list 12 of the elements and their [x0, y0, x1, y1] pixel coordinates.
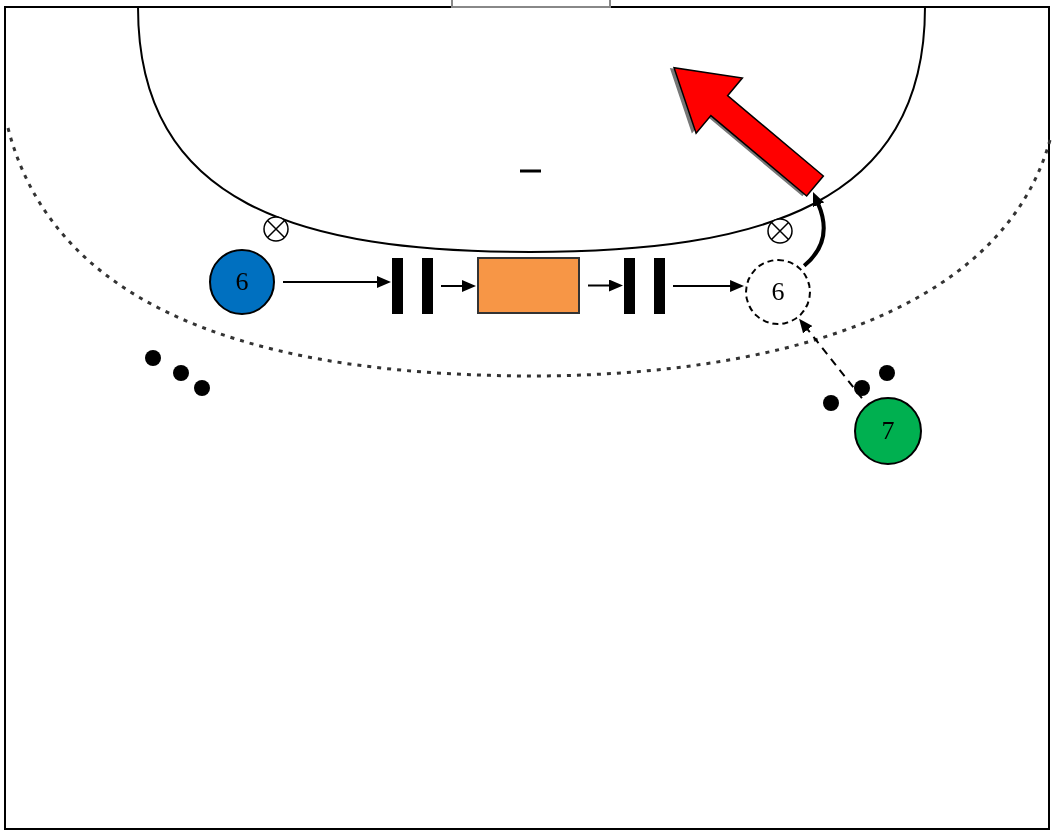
player-number: 6: [771, 279, 785, 305]
arrow: [440, 280, 476, 292]
hurdle-drawing: [392, 258, 433, 314]
arrow: [672, 280, 745, 292]
hurdle-drawing: [624, 258, 665, 314]
player-number: 7: [881, 418, 895, 444]
arrow: [587, 279, 623, 292]
player-number: 6: [235, 269, 249, 295]
arrow: [799, 318, 863, 400]
arrow: [282, 276, 391, 288]
mat-box: [477, 257, 580, 314]
arrow: [802, 191, 826, 268]
